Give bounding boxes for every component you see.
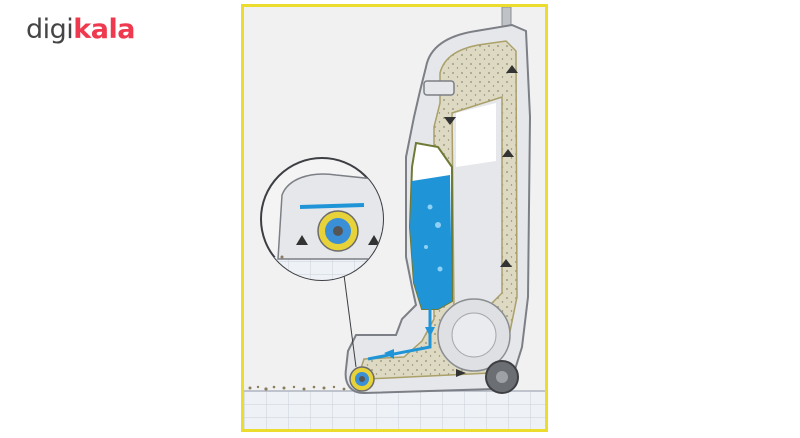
digikala-logo[interactable]: digikala [26, 16, 135, 43]
flow-arrow [502, 149, 514, 157]
flow-arrow [384, 349, 394, 359]
floor-tiles [244, 391, 545, 429]
flow-arrow [500, 259, 512, 267]
logo-text-digi: digi [26, 14, 74, 45]
floor-dirt [248, 385, 346, 391]
magnifier-callout [260, 157, 384, 281]
brush-roller [349, 366, 375, 392]
flow-arrow [425, 327, 435, 337]
callout-line [343, 274, 357, 368]
vacuum-cleaner-diagram [244, 7, 545, 429]
logo-text-kala: kala [73, 14, 135, 45]
flow-arrow [456, 369, 466, 377]
flow-arrow [444, 117, 456, 125]
tank-latch [423, 80, 455, 96]
flow-arrow [506, 65, 518, 73]
product-image-frame [241, 4, 548, 432]
